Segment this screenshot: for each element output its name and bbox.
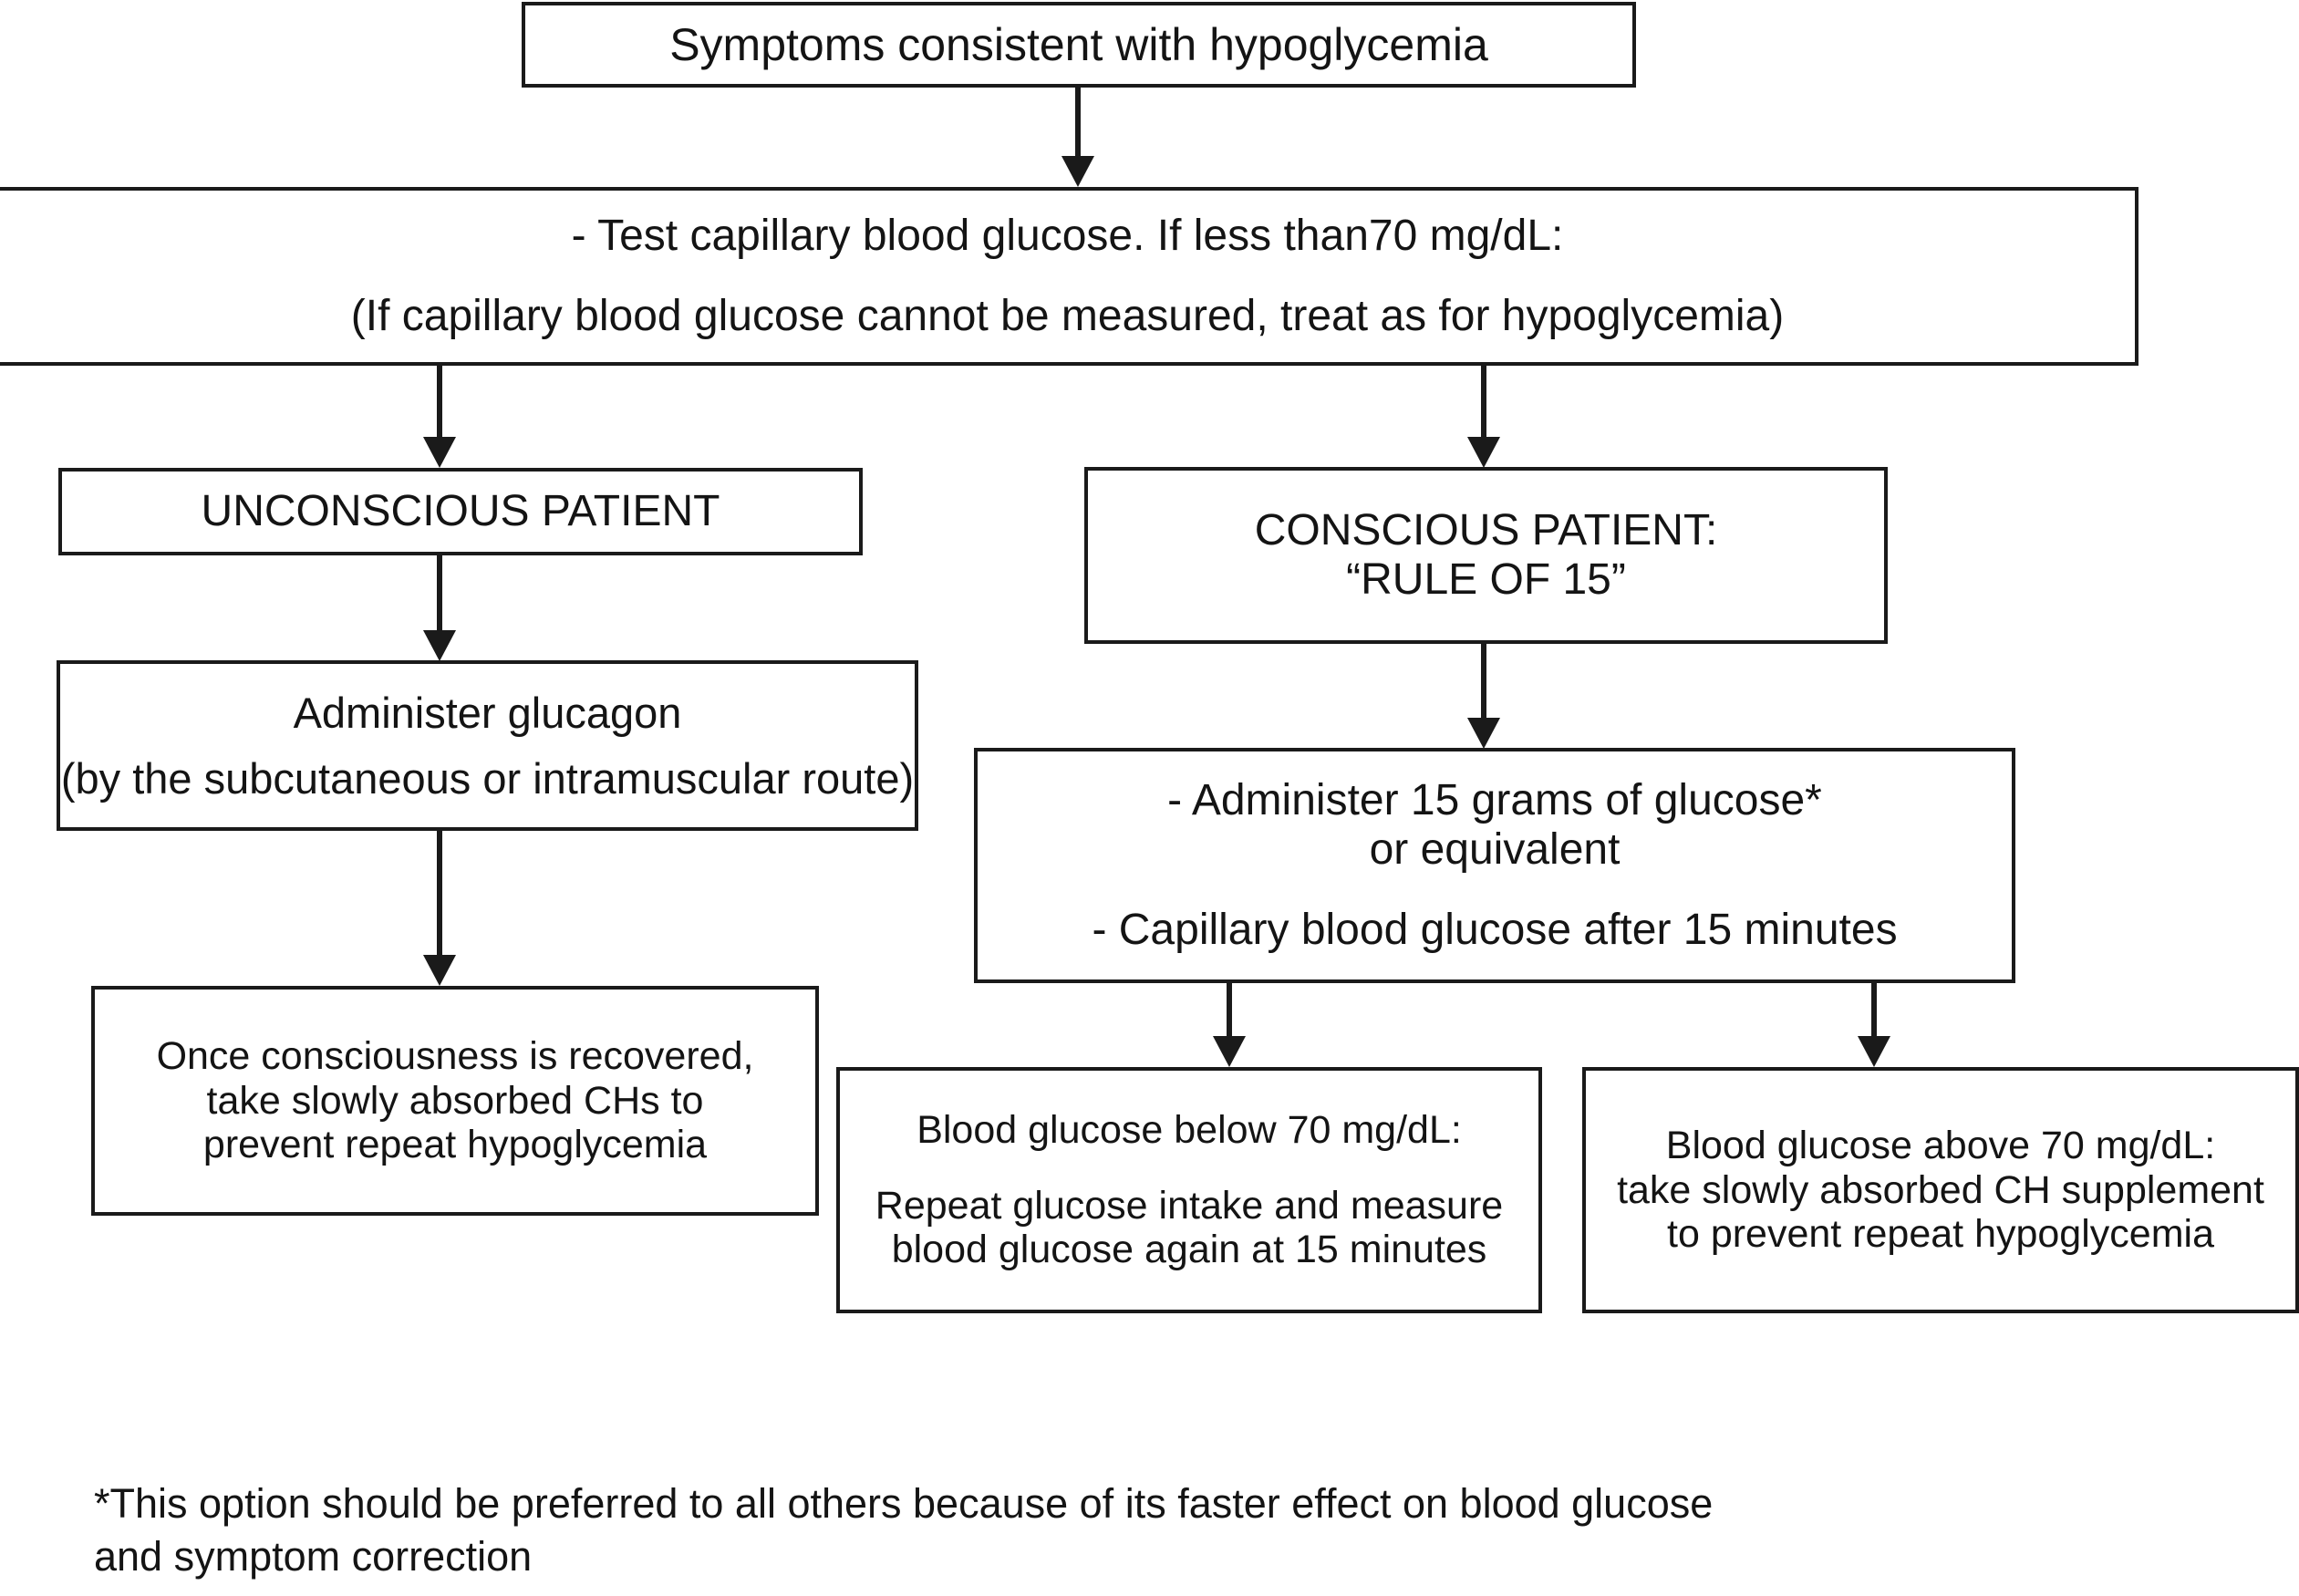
node-administer-glucose-line-3: - Capillary blood glucose after 15 minut… <box>1092 906 1898 955</box>
connector-stem <box>1075 88 1081 160</box>
node-recovered-consciousness-line-2: take slowly absorbed CHs to <box>206 1078 704 1123</box>
node-administer-glucose-line-1: - Administer 15 grams of glucose* <box>1167 775 1822 824</box>
arrowhead-icon <box>423 437 456 468</box>
node-administer-glucagon-line-2: (by the subcutaneous or intramuscular ro… <box>60 753 915 803</box>
node-conscious-patient-line-2: “RULE OF 15” <box>1346 555 1626 604</box>
node-glucose-below-70-line-3: blood glucose again at 15 minutes <box>891 1228 1487 1272</box>
arrowhead-icon <box>1213 1036 1246 1067</box>
arrowhead-icon <box>1467 718 1500 749</box>
node-test-capillary-glucose-line-2: (If capillary blood glucose cannot be me… <box>350 292 1785 340</box>
arrowhead-icon <box>1858 1036 1890 1067</box>
node-glucose-above-70-line-1: Blood glucose above 70 mg/dL: <box>1665 1124 2216 1168</box>
node-test-capillary-glucose-line-1: - Test capillary blood glucose. If less … <box>571 211 1564 260</box>
node-recovered-consciousness: Once consciousness is recovered, take sl… <box>91 986 819 1216</box>
connector-stem <box>437 555 442 634</box>
arrowhead-icon <box>423 630 456 661</box>
connector-stem <box>437 831 442 959</box>
node-symptoms-line-1: Symptoms consistent with hypoglycemia <box>669 18 1488 70</box>
node-test-capillary-glucose: - Test capillary blood glucose. If less … <box>0 187 2138 366</box>
node-administer-glucose: - Administer 15 grams of glucose* or equ… <box>974 748 2015 983</box>
node-conscious-patient: CONSCIOUS PATIENT: “RULE OF 15” <box>1084 467 1888 644</box>
node-glucose-above-70: Blood glucose above 70 mg/dL: take slowl… <box>1582 1067 2299 1313</box>
connector-stem <box>1481 366 1486 440</box>
node-glucose-above-70-line-2: take slowly absorbed CH supplement <box>1617 1167 2264 1212</box>
node-recovered-consciousness-line-1: Once consciousness is recovered, <box>156 1034 754 1079</box>
arrowhead-icon <box>423 955 456 986</box>
arrowhead-icon <box>1467 437 1500 468</box>
node-administer-glucose-line-2: or equivalent <box>1369 824 1621 874</box>
node-unconscious-patient-line-1: UNCONSCIOUS PATIENT <box>201 486 720 535</box>
node-administer-glucagon-line-1: Administer glucagon <box>293 689 682 738</box>
connector-stem <box>1227 983 1232 1040</box>
footnote-text: *This option should be preferred to all … <box>94 1480 1714 1580</box>
arrowhead-icon <box>1061 156 1094 187</box>
node-unconscious-patient: UNCONSCIOUS PATIENT <box>58 468 863 555</box>
connector-stem <box>1481 644 1486 721</box>
node-glucose-above-70-line-3: to prevent repeat hypoglycemia <box>1667 1212 2214 1257</box>
node-recovered-consciousness-line-3: prevent repeat hypoglycemia <box>202 1123 708 1167</box>
node-administer-glucagon: Administer glucagon (by the subcutaneous… <box>57 660 918 831</box>
node-conscious-patient-line-1: CONSCIOUS PATIENT: <box>1254 505 1718 554</box>
node-glucose-below-70-line-1: Blood glucose below 70 mg/dL: <box>916 1108 1462 1153</box>
node-glucose-below-70: Blood glucose below 70 mg/dL: Repeat glu… <box>836 1067 1542 1313</box>
connector-stem <box>1871 983 1877 1040</box>
connector-stem <box>437 366 442 440</box>
node-symptoms: Symptoms consistent with hypoglycemia <box>522 2 1636 88</box>
node-glucose-below-70-line-2: Repeat glucose intake and measure <box>875 1183 1504 1228</box>
